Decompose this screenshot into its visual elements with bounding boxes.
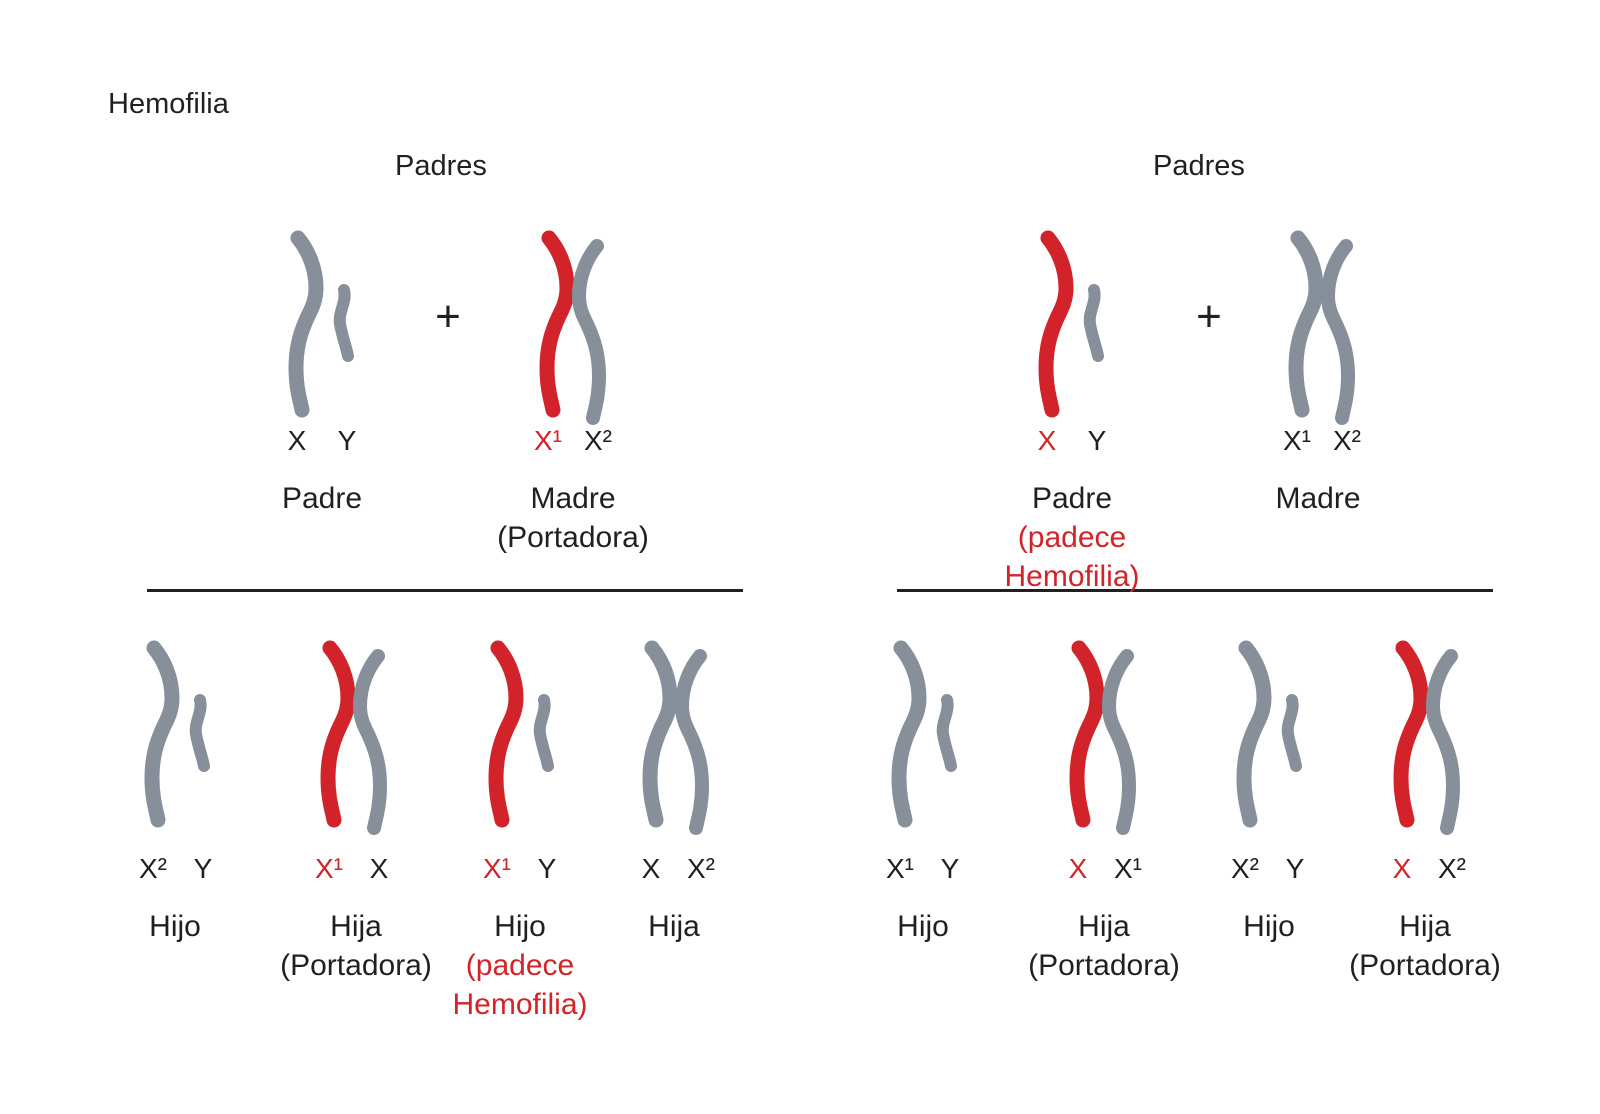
panel-2-parent-1-chromosome-1 xyxy=(1038,230,1074,418)
panel-2-child-4-allele-2: X² xyxy=(1438,853,1466,884)
panel-1-child-1-label: Hijo xyxy=(149,910,201,943)
panel-2-child-2-chromosome-1 xyxy=(1069,640,1105,828)
panel-2-parent-2-allele-1: X¹ xyxy=(1283,425,1311,456)
diagram-title: Hemofilia xyxy=(108,88,229,120)
panel-2-child-1-label: Hijo xyxy=(897,910,949,943)
panel-2-child-3-label: Hijo xyxy=(1243,910,1295,943)
panel-1-child-2-allele-2: X xyxy=(369,853,389,884)
panel-2-child-3-allele-1: X² xyxy=(1231,853,1259,884)
panel-1-child-1-chromosome-2 xyxy=(189,694,210,772)
panel-2-child-4-label: Hija xyxy=(1399,910,1451,943)
panel-1-child-3-chromosome-2 xyxy=(533,694,554,772)
panel-2-child-3-chromosome-2 xyxy=(1281,694,1302,772)
panel-1-child-3-note-line-2: Hemofilia) xyxy=(452,988,588,1021)
panel-2-child-1-chromosome-1 xyxy=(891,640,927,828)
panel-1-parent-1-label: Padre xyxy=(281,482,363,515)
panel-1-plus-sign: + xyxy=(435,292,461,341)
panel-2-child-2-label: Hija xyxy=(1078,910,1130,943)
panel-2-child-2-note: (Portadora) xyxy=(1028,949,1180,982)
panel-1-divider xyxy=(147,589,743,592)
panel-2-parent-2-chromosome-2 xyxy=(1321,239,1355,425)
panel-1-parent-2-chromosome-2 xyxy=(572,239,606,425)
panel-2-child-1-allele-1: X¹ xyxy=(886,853,914,884)
panel-2-child-4-chromosome-1 xyxy=(1393,640,1429,828)
panel-1-child-4-chromosome-2 xyxy=(675,649,709,835)
panel-1-child-2-note: (Portadora) xyxy=(280,949,432,982)
panel-2-child-4-allele-1: X xyxy=(1392,853,1412,884)
panel-2-child-3-chromosome-1 xyxy=(1236,640,1272,828)
panel-2-parent-1-label: Padre xyxy=(1031,482,1113,515)
panel-2-parent-2-label: Madre xyxy=(1275,482,1361,515)
panel-1-child-3-label: Hijo xyxy=(494,910,546,943)
panel-1-child-1-allele-1: X² xyxy=(139,853,167,884)
panel-1-child-2-allele-1: X¹ xyxy=(315,853,343,884)
panel-1-child-2-chromosome-1 xyxy=(320,640,356,828)
panel-1-parent-1-allele-1: X xyxy=(287,425,307,456)
panel-2-parent-2-allele-2: X² xyxy=(1333,425,1361,456)
panel-2-child-1-chromosome-2 xyxy=(936,694,957,772)
panel-1-child-4-chromosome-1 xyxy=(642,640,678,828)
panel-1-parent-2-label: Madre xyxy=(530,482,616,515)
panel-2-child-1-allele-2: Y xyxy=(940,853,960,884)
panel-1-parent-2-chromosome-1 xyxy=(539,230,575,418)
panel-1-child-1-chromosome-1 xyxy=(144,640,180,828)
panel-2-divider xyxy=(897,589,1493,592)
panel-1-child-4-allele-1: X xyxy=(641,853,661,884)
panel-1-child-3-allele-2: Y xyxy=(537,853,557,884)
panel-2-parent-2-chromosome-1 xyxy=(1288,230,1324,418)
panel-2-child-4-chromosome-2 xyxy=(1426,649,1460,835)
panel-1-child-3-allele-1: X¹ xyxy=(483,853,511,884)
panel-2-child-2-chromosome-2 xyxy=(1102,649,1136,835)
panel-1-child-4-allele-2: X² xyxy=(687,853,715,884)
panel-1-parent-1-chromosome-2 xyxy=(333,284,354,362)
panel-2-child-3-allele-2: Y xyxy=(1285,853,1305,884)
panel-2-parent-1-chromosome-2 xyxy=(1083,284,1104,362)
panel-1-child-4-label: Hija xyxy=(648,910,700,943)
panel-1-parent-2-allele-1: X¹ xyxy=(534,425,562,456)
panel-1-child-3-note-line-1: (padece xyxy=(465,949,575,982)
panel-2-parent-1-allele-2: Y xyxy=(1087,425,1107,456)
panel-1-parent-1-chromosome-1 xyxy=(288,230,324,418)
panel-1-child-2-chromosome-2 xyxy=(353,649,387,835)
panel-2-child-2-allele-1: X xyxy=(1068,853,1088,884)
panel-2-child-2-allele-2: X¹ xyxy=(1114,853,1142,884)
panel-1-parent-2-note: (Portadora) xyxy=(497,521,649,554)
panel-2-parent-1-note: (padece Hemofilia) xyxy=(1004,521,1140,593)
panel-1-child-3-chromosome-1 xyxy=(488,640,524,828)
panel-2-plus-sign: + xyxy=(1196,292,1222,341)
panel-2-child-4-note: (Portadora) xyxy=(1349,949,1501,982)
panel-1-child-2-label: Hija xyxy=(330,910,382,943)
panel-1-child-1-allele-2: Y xyxy=(193,853,213,884)
panel-2-heading: Padres xyxy=(1153,150,1245,182)
panel-1-heading: Padres xyxy=(395,150,487,182)
panel-2-parent-1-allele-1: X xyxy=(1037,425,1057,456)
panel-1-parent-1-allele-2: Y xyxy=(337,425,357,456)
panel-1-parent-2-allele-2: X² xyxy=(584,425,612,456)
